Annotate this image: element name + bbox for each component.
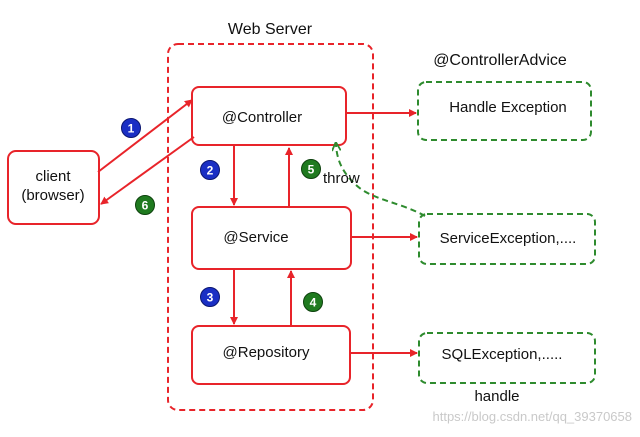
- service-exception-box: ServiceException,....: [418, 213, 596, 265]
- handle-exception-box: Handle Exception: [417, 81, 592, 141]
- step-2-number: 2: [207, 164, 214, 178]
- client-label: client: [35, 168, 71, 185]
- step-badge-4: 4: [303, 292, 323, 312]
- watermark: https://blog.csdn.net/qq_39370658: [433, 409, 633, 424]
- step-badge-5: 5: [301, 159, 321, 179]
- web-server-title: Web Server: [228, 21, 313, 38]
- repository-label: @Repository: [223, 344, 310, 361]
- controller-box: @Controller: [191, 86, 347, 146]
- client-box: client (browser): [7, 150, 100, 225]
- controller-label: @Controller: [222, 109, 302, 126]
- step-4-number: 4: [310, 296, 317, 310]
- controller-advice-title: @ControllerAdvice: [433, 52, 567, 69]
- step-1-number: 1: [128, 122, 135, 136]
- handle-exception-label: Handle Exception: [449, 99, 567, 116]
- throw-dashed-arrow: [336, 145, 426, 217]
- service-exception-label: ServiceException,....: [440, 230, 577, 247]
- service-box: @Service: [191, 206, 352, 270]
- handle-label: handle: [474, 388, 519, 405]
- step-badge-2: 2: [200, 160, 220, 180]
- arrow-controller-to-client: [100, 136, 195, 205]
- step-6-number: 6: [142, 199, 149, 213]
- throw-label: throw: [323, 170, 360, 187]
- arrow-client-to-controller: [97, 99, 193, 173]
- step-badge-1: 1: [121, 118, 141, 138]
- step-5-number: 5: [308, 163, 315, 177]
- repository-box: @Repository: [191, 325, 351, 385]
- sql-exception-box: SQLException,.....: [418, 332, 596, 384]
- service-label: @Service: [223, 229, 288, 246]
- web-server-container: [167, 43, 374, 411]
- step-badge-3: 3: [200, 287, 220, 307]
- client-sublabel: (browser): [21, 187, 84, 204]
- sql-exception-label: SQLException,.....: [442, 346, 563, 363]
- step-3-number: 3: [207, 291, 214, 305]
- step-badge-6: 6: [135, 195, 155, 215]
